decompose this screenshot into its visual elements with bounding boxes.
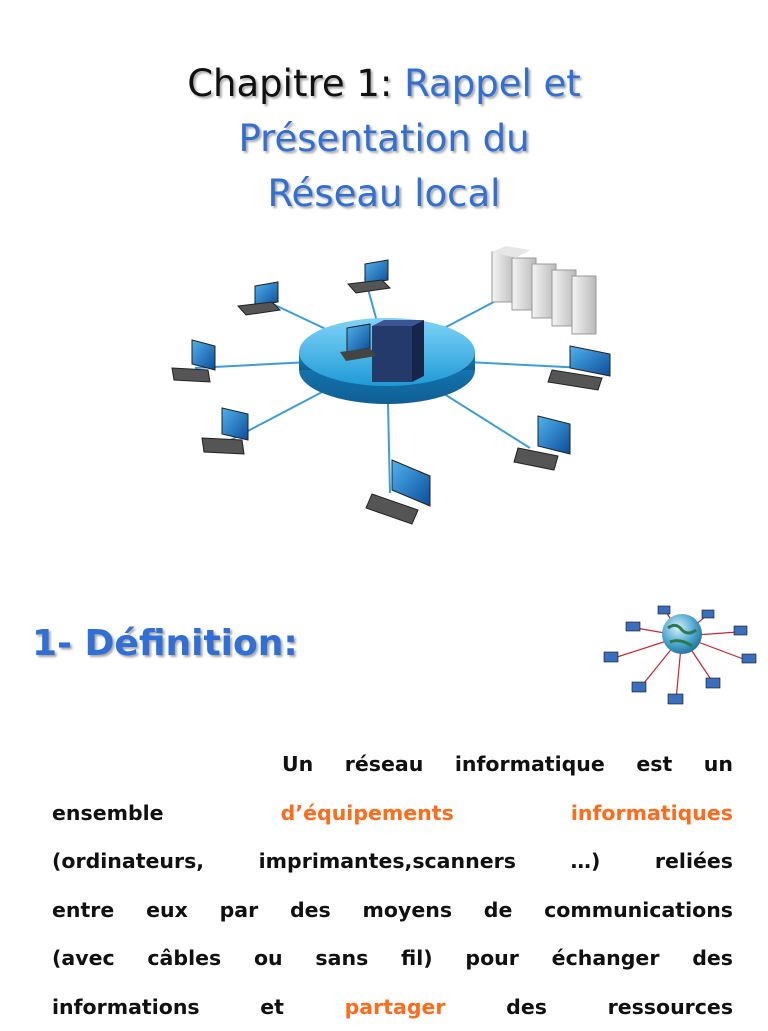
text-et: et [260,995,284,1019]
paragraph-line-5: (avec câbles ou sans fil) pour échanger … [52,934,733,983]
paragraph-line-3: (ordinateurs, imprimantes,scanners …) re… [52,837,733,886]
paragraph-line-1: Un réseau informatique est un [52,740,733,789]
paragraph-line-4: entre eux par des moyens de communicatio… [52,886,733,935]
lan-network-star-icon [150,228,640,548]
text-ensemble: ensemble [52,801,164,825]
definition-paragraph: Un réseau informatique est un ensemble d… [52,740,733,1031]
text-ressources: ressources [608,995,733,1019]
section-heading: 1- Définition: [32,616,298,672]
title-topic-1: Rappel et [404,62,581,105]
text-des: des [506,995,547,1019]
highlight-informatiques: informatiques [571,801,733,825]
title-chapter: Chapitre 1: [187,62,404,105]
highlight-partager: partager [345,995,446,1019]
page-title: Chapitre 1: Rappel et Présentation du Ré… [0,56,768,221]
paragraph-line-2: ensemble d’équipements informatiques [52,789,733,838]
globe-network-icon [596,604,766,714]
title-topic-2: Présentation du [238,117,529,160]
title-topic-3: Réseau local [268,172,501,215]
text-informations: informations [52,995,200,1019]
highlight-equipements: d’équipements [281,801,454,825]
